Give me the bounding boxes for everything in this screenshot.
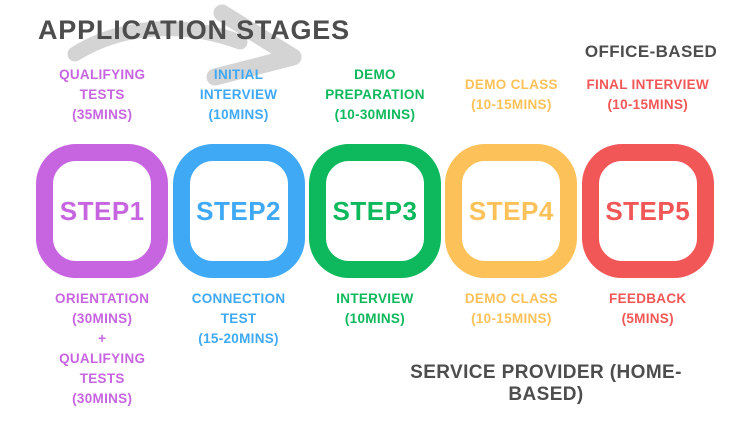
step4-bottom-label-cell: DEMO CLASS (10-15MINS) — [443, 289, 579, 329]
office-based-label: OFFICE-BASED — [584, 42, 718, 61]
step3-label: STEP3 — [332, 195, 418, 226]
page-title: APPLICATION STAGES — [38, 15, 350, 45]
step1-label: STEP1 — [59, 195, 145, 226]
step4-label: STEP4 — [468, 195, 554, 226]
step5-box: STEP5 — [581, 144, 714, 278]
step2-bottom-label: CONNECTION TEST (15-20MINS) — [191, 291, 286, 346]
step3-box: STEP3 — [308, 144, 441, 278]
step1-box: STEP1 — [36, 144, 169, 278]
step5-top-label-cell: FINAL INTERVIEW (10-15MINS) — [580, 75, 716, 115]
swoosh-arrow-icon — [55, 2, 315, 97]
step4-box: STEP4 — [445, 144, 578, 278]
step1-bottom-label: ORIENTATION (30MINS) + QUALIFYING TESTS … — [55, 291, 150, 406]
bottom-labels-row: ORIENTATION (30MINS) + QUALIFYING TESTS … — [34, 289, 716, 409]
step2-top-label-cell: INITIAL INTERVIEW (10MINS) — [170, 65, 306, 125]
step1-bottom-label-cell: ORIENTATION (30MINS) + QUALIFYING TESTS … — [34, 289, 170, 409]
step2-box: STEP2 — [172, 144, 305, 278]
service-provider-label: SERVICE PROVIDER (HOME-BASED) — [410, 362, 682, 405]
step3-bottom-label-cell: INTERVIEW (10MINS) — [307, 289, 443, 329]
step3-top-label-cell: DEMO PREPARATION (10-30MINS) — [307, 65, 443, 125]
step2-label: STEP2 — [196, 195, 282, 226]
step1-top-label-cell: QUALIFYING TESTS (35MINS) — [34, 65, 170, 125]
step3-cell: STEP3 — [307, 144, 443, 278]
step5-cell: STEP5 — [580, 144, 716, 278]
step2-top-label: INITIAL INTERVIEW (10MINS) — [199, 67, 278, 122]
step1-top-label: QUALIFYING TESTS (35MINS) — [59, 67, 146, 122]
step2-cell: STEP2 — [170, 144, 306, 278]
step4-top-label-cell: DEMO CLASS (10-15MINS) — [443, 75, 579, 115]
step4-top-label: DEMO CLASS (10-15MINS) — [464, 77, 558, 112]
steps-row: STEP1 STEP2 STEP3 STEP4 STEP5 — [34, 144, 716, 278]
step5-bottom-label-cell: FEEDBACK (5MINS) — [580, 289, 716, 329]
step5-bottom-label: FEEDBACK (5MINS) — [609, 291, 687, 326]
step5-label: STEP5 — [605, 195, 691, 226]
step3-bottom-label: INTERVIEW (10MINS) — [336, 291, 414, 326]
step2-bottom-label-cell: CONNECTION TEST (15-20MINS) — [170, 289, 306, 349]
top-labels-row: QUALIFYING TESTS (35MINS) INITIAL INTERV… — [34, 58, 716, 132]
step4-cell: STEP4 — [443, 144, 579, 278]
step5-top-label: FINAL INTERVIEW (10-15MINS) — [586, 77, 710, 112]
step1-cell: STEP1 — [34, 144, 170, 278]
step4-bottom-label: DEMO CLASS (10-15MINS) — [464, 291, 558, 326]
step3-top-label: DEMO PREPARATION (10-30MINS) — [325, 67, 425, 122]
